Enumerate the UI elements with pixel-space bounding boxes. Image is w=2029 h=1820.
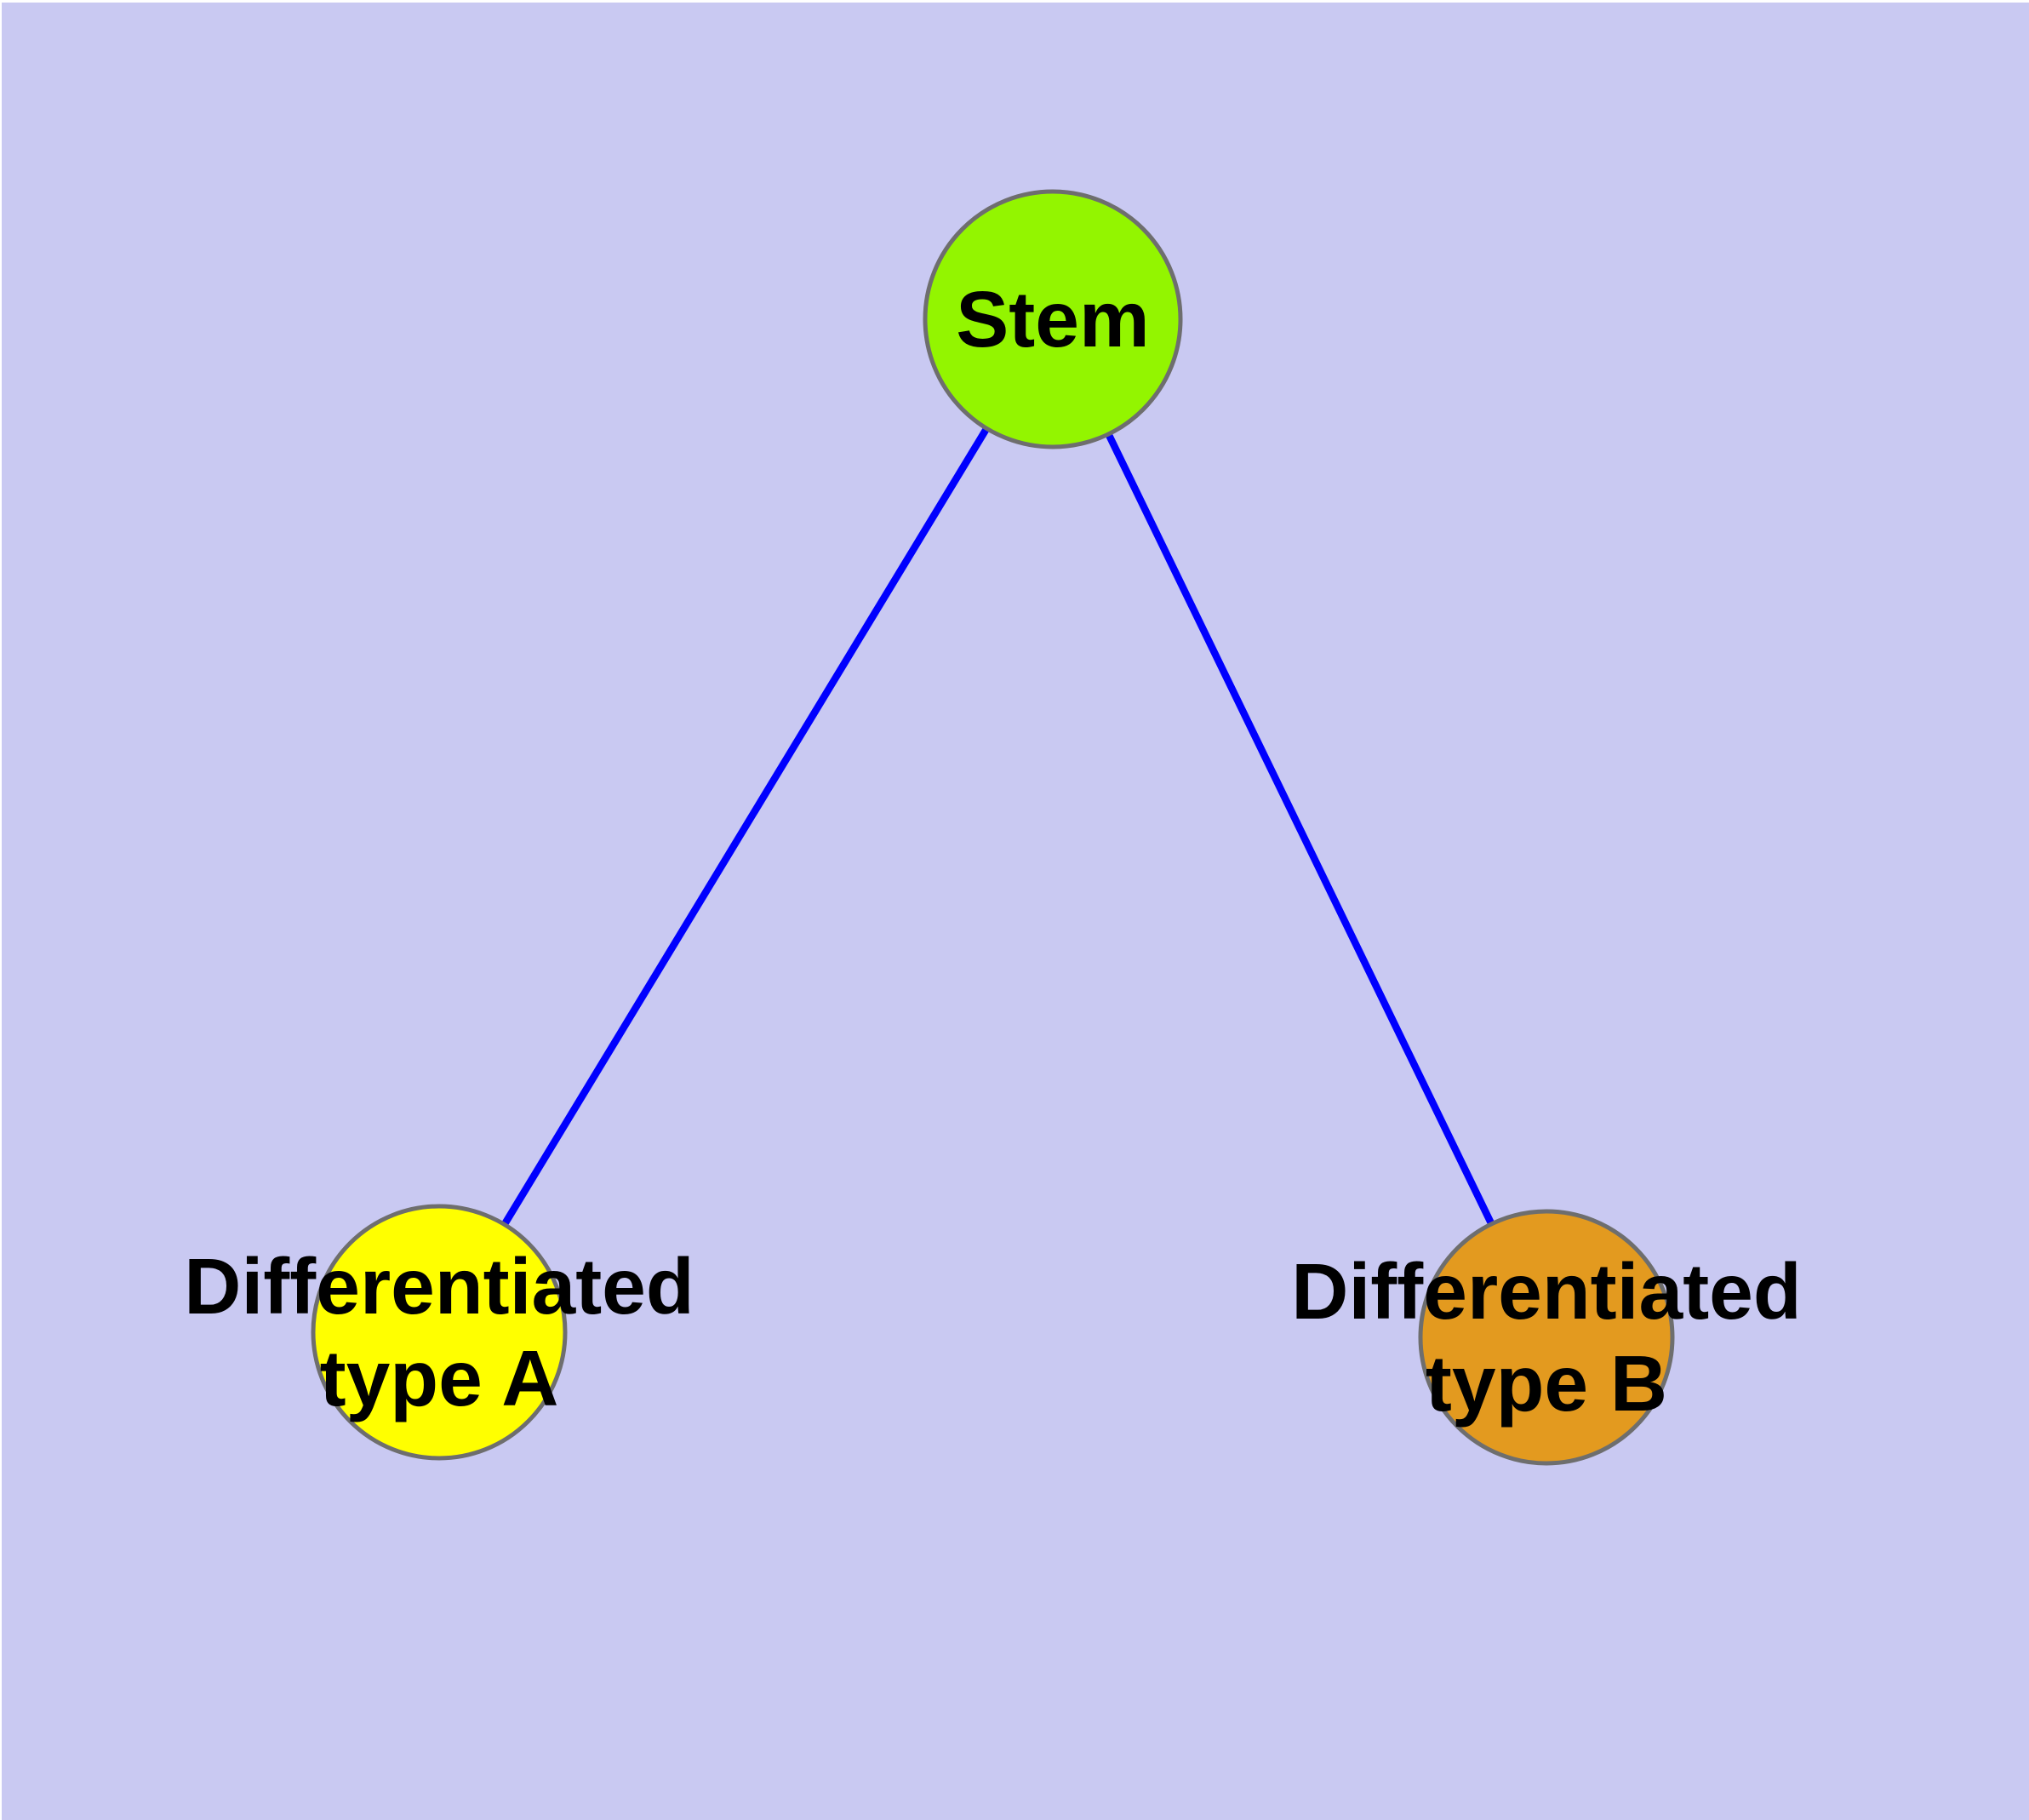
node-circle-stem <box>923 189 1183 449</box>
node-label-differentiated-a-line2: type A <box>320 1334 559 1422</box>
edge-stem-to-differentiated-a <box>436 317 1056 1335</box>
node-label-differentiated-b-line2: type B <box>1426 1339 1667 1428</box>
node-label-stem: Stem <box>956 275 1149 363</box>
node-circle-differentiated-b <box>1418 1209 1675 1466</box>
node-label-differentiated-a-line1: Differentiated <box>184 1242 694 1331</box>
node-circle-differentiated-a <box>311 1204 568 1461</box>
node-label-differentiated-b-line1: Differentiated <box>1291 1247 1801 1336</box>
edge-stem-to-differentiated-b <box>1049 318 1550 1339</box>
